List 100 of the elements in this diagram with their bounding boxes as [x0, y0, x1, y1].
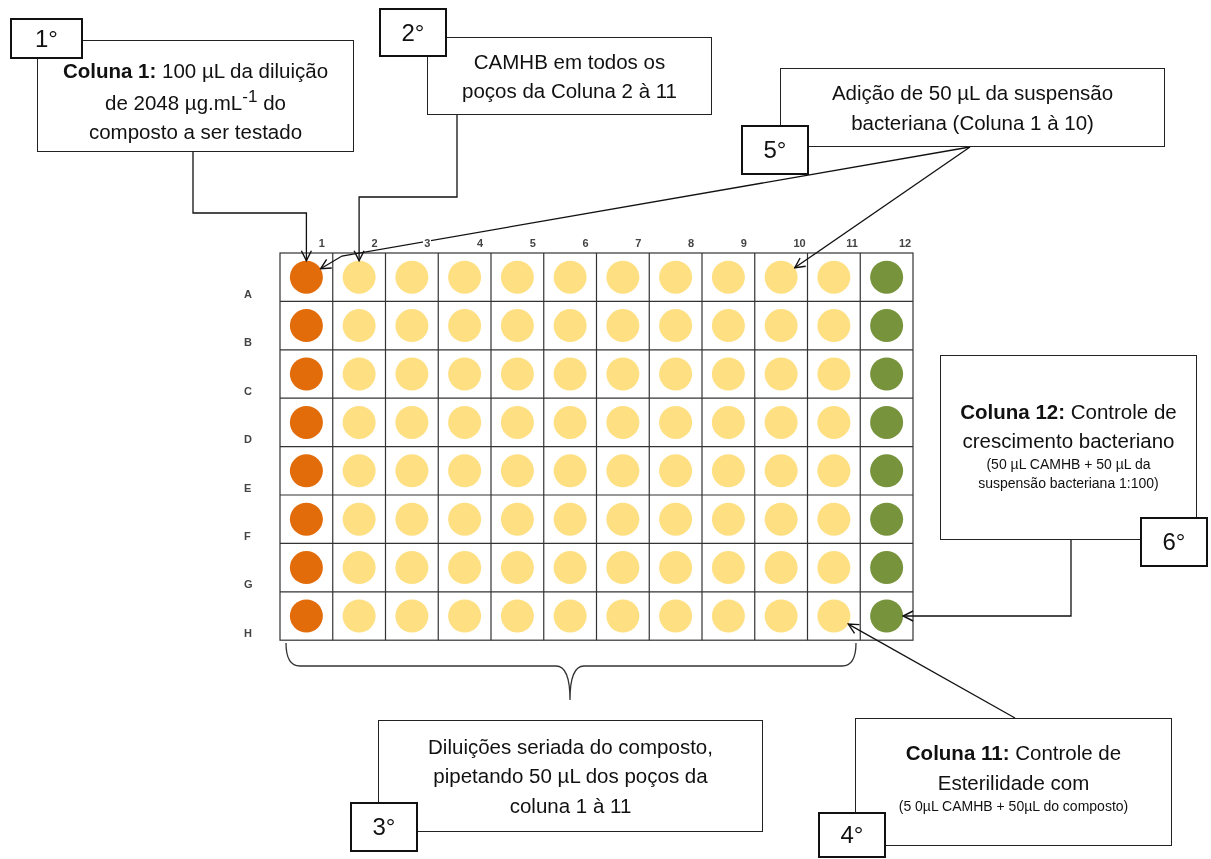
well [395, 357, 429, 391]
well [342, 405, 376, 439]
well [342, 309, 376, 343]
well [342, 551, 376, 585]
column-number: 2 [370, 238, 379, 249]
well [606, 309, 640, 343]
well [870, 551, 904, 585]
well [817, 599, 851, 633]
well [342, 454, 376, 488]
callout-text: Coluna 12: Controle de crescimento bacteriano [959, 398, 1178, 454]
column-number: 8 [687, 238, 696, 249]
callout-box [427, 37, 712, 115]
well [289, 502, 323, 536]
column-number: 7 [634, 238, 643, 249]
column-number: 11 [845, 238, 859, 249]
well [659, 599, 693, 633]
well [711, 260, 745, 294]
well [870, 309, 904, 343]
column-number: 9 [739, 238, 748, 249]
well [764, 405, 798, 439]
well [500, 454, 534, 488]
callout-text: Diluições seriada do composto, pipetando 50 µL dos poços da coluna 1 à 11 [427, 734, 714, 819]
well [500, 551, 534, 585]
well [553, 454, 587, 488]
well [500, 599, 534, 633]
well [395, 551, 429, 585]
arrow [192, 151, 313, 262]
step-number: 6° [1140, 517, 1208, 567]
well [448, 502, 482, 536]
well [553, 357, 587, 391]
well [606, 551, 640, 585]
well [606, 357, 640, 391]
row-letter: H [243, 627, 253, 639]
well [870, 599, 904, 633]
row-letter: E [243, 482, 253, 494]
well [711, 502, 745, 536]
well [289, 454, 323, 488]
well [817, 357, 851, 391]
well [711, 357, 745, 391]
well [342, 599, 376, 633]
well [817, 454, 851, 488]
well [448, 599, 482, 633]
well [500, 405, 534, 439]
column-number: 5 [528, 238, 537, 249]
step-number: 4° [818, 812, 886, 858]
column-number: 1 [317, 238, 326, 249]
well [764, 599, 798, 633]
callout-text: Coluna 11: Controle de Esterilidade com [904, 740, 1123, 796]
arrow [902, 539, 1072, 622]
callout-note: (5 0µL CAMHB + 50µL do composto) [898, 796, 1129, 816]
well [711, 309, 745, 343]
step-number: 5° [741, 125, 809, 175]
row-letter: F [243, 531, 252, 542]
well [395, 309, 429, 343]
arrow [319, 146, 971, 270]
well [289, 309, 323, 343]
well [711, 405, 745, 439]
well [553, 502, 587, 536]
column-number: 10 [792, 238, 807, 249]
row-letter: D [243, 434, 253, 446]
well [606, 260, 640, 294]
well [870, 260, 904, 294]
step-number: 2° [379, 8, 447, 57]
well [817, 405, 851, 439]
well [342, 502, 376, 536]
row-letter: B [243, 337, 253, 349]
well [711, 454, 745, 488]
well [500, 357, 534, 391]
row-letter: A [243, 289, 253, 300]
well [606, 405, 640, 439]
callout-text: Coluna 1: 100 µL da diluição de 2048 µg.mL$^{-1}$ do composto a ser testado [61, 57, 330, 145]
well [342, 260, 376, 294]
well [711, 599, 745, 633]
arrow [847, 623, 1016, 719]
step-number: 3° [350, 802, 418, 852]
well [764, 551, 798, 585]
well [659, 551, 693, 585]
well [553, 405, 587, 439]
well [817, 502, 851, 536]
well [606, 454, 640, 488]
well [342, 357, 376, 391]
well [659, 502, 693, 536]
well [817, 260, 851, 294]
well [448, 357, 482, 391]
well [764, 260, 798, 294]
well [448, 405, 482, 439]
step-number: 1° [10, 18, 83, 59]
well [448, 309, 482, 343]
well [395, 454, 429, 488]
column-number: 4 [476, 238, 485, 249]
callout-text: Adição de 50 µL da suspensão bacteriana (Coluna 1 à 10) [830, 80, 1115, 136]
arrow [794, 146, 971, 269]
well [659, 260, 693, 294]
well [289, 260, 323, 294]
well [764, 309, 798, 343]
well [870, 454, 904, 488]
well [289, 357, 323, 391]
well [395, 260, 429, 294]
well [553, 260, 587, 294]
well [711, 551, 745, 585]
